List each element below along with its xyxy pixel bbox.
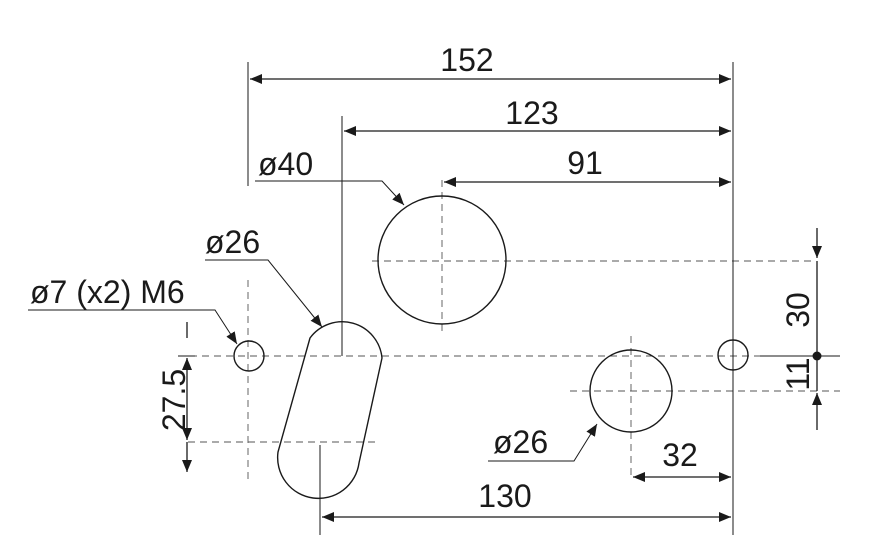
label-27-5: 27.5 — [156, 369, 192, 431]
label-123: 123 — [505, 95, 558, 131]
centerlines — [178, 180, 840, 480]
leader-small-holes — [28, 309, 238, 345]
label-91: 91 — [567, 145, 603, 181]
label-152: 152 — [440, 42, 493, 78]
label-slot: ø26 — [205, 224, 260, 260]
label-32: 32 — [662, 437, 698, 473]
part-features — [233, 195, 749, 500]
lower-hole — [589, 349, 673, 433]
leaders — [28, 180, 598, 462]
leader-lower-hole — [488, 423, 598, 462]
label-30: 30 — [780, 292, 816, 328]
slot — [276, 321, 383, 500]
label-11: 11 — [780, 357, 816, 390]
label-small-holes: ø7 (x2) M6 — [30, 274, 185, 310]
label-lower-hole: ø26 — [493, 424, 548, 460]
leader-large-hole — [255, 180, 405, 206]
labels: 152 123 91 130 32 ø40 ø26 ø7 (x2) M6 ø26… — [30, 42, 816, 514]
dim-dot-11 — [812, 351, 822, 361]
large-hole — [377, 195, 507, 325]
dimension-lines — [182, 74, 822, 522]
left-small-hole — [233, 340, 265, 372]
leader-slot — [205, 259, 323, 328]
label-large-hole: ø40 — [258, 146, 313, 182]
label-130: 130 — [478, 478, 531, 514]
right-small-hole — [717, 339, 749, 371]
extension-lines — [178, 62, 840, 535]
